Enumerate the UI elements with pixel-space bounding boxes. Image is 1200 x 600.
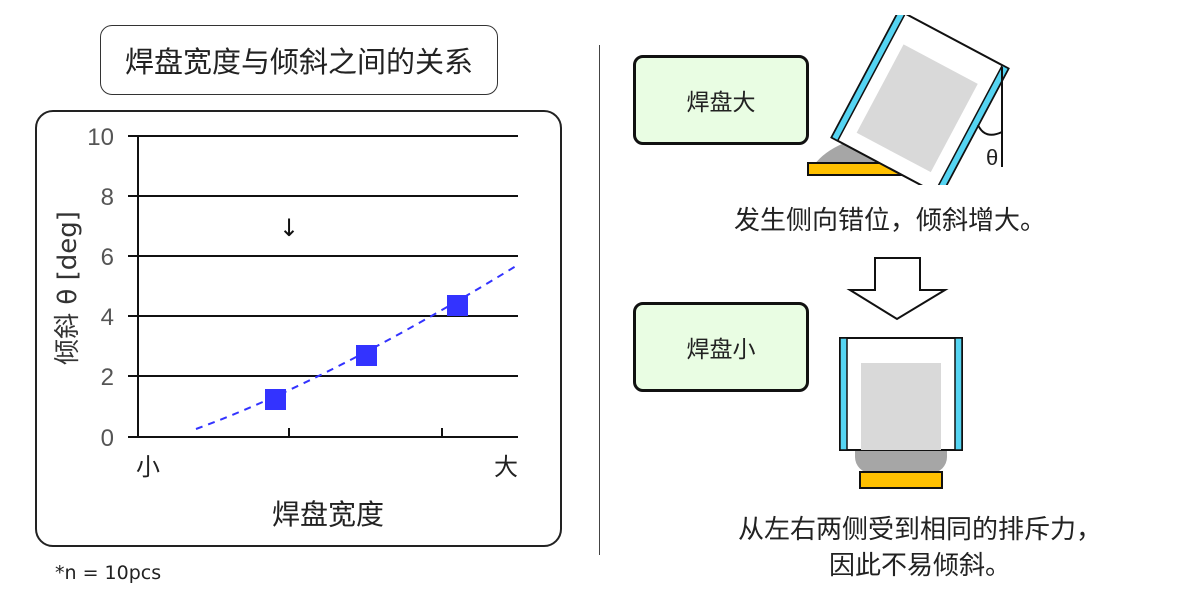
small-pad-caption: 从左右两侧受到相同的排斥力， 因此不易倾斜。 <box>690 512 1150 584</box>
large-pad-label: 焊盘大 <box>633 55 809 145</box>
pad-small <box>859 471 943 489</box>
y-tick-4: 4 <box>101 304 114 331</box>
tilted-component-diagram: θ <box>807 15 1010 185</box>
trend-line <box>195 265 517 430</box>
scatter-chart: 10 8 6 4 2 0 倾斜 θ [deg] 小 大 焊盘宽度 ↓ <box>53 124 518 531</box>
y-axis-label: 倾斜 θ [deg] <box>53 211 83 365</box>
upright-component-diagram <box>839 337 963 489</box>
tilted-chip <box>830 15 1010 185</box>
x-axis-label: 焊盘宽度 <box>272 498 384 531</box>
y-tick-labels: 10 8 6 4 2 0 <box>87 124 114 452</box>
gridlines <box>128 135 518 438</box>
x-tick-small: 小 <box>136 453 160 481</box>
data-point-3 <box>447 295 468 316</box>
y-tick-0: 0 <box>101 425 114 452</box>
data-point-2 <box>356 345 377 366</box>
small-pad-caption-line1: 从左右两侧受到相同的排斥力， <box>737 515 1102 545</box>
small-pad-caption-line2: 因此不易倾斜。 <box>828 551 1011 581</box>
chart-frame <box>35 110 562 547</box>
theta-label: θ <box>986 145 998 170</box>
panel-divider <box>599 45 600 555</box>
y-tick-6: 6 <box>101 244 114 271</box>
y-tick-10: 10 <box>87 124 114 151</box>
y-tick-8: 8 <box>101 184 114 211</box>
sample-size-note: *n = 10pcs <box>55 562 162 584</box>
chart-title: 焊盘宽度与倾斜之间的关系 <box>100 25 498 95</box>
x-tick-large: 大 <box>494 453 518 481</box>
down-arrow-icon: ↓ <box>279 214 299 242</box>
small-pad-label: 焊盘小 <box>633 302 809 392</box>
y-tick-2: 2 <box>101 364 114 391</box>
angle-arc <box>977 124 1003 136</box>
large-pad-caption: 发生侧向错位，倾斜增大。 <box>733 206 1046 236</box>
down-arrow-icon <box>846 257 949 321</box>
data-point-1 <box>265 389 286 410</box>
